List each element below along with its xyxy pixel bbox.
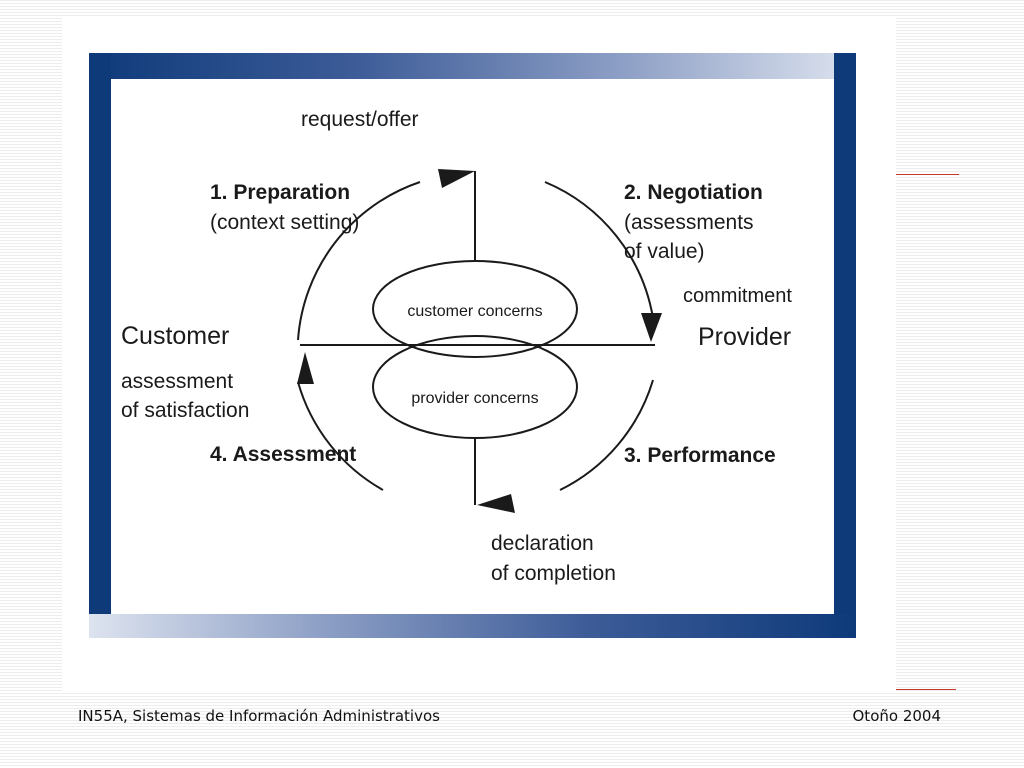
arc-preparation [297, 181, 421, 341]
arc-negotiation [544, 181, 654, 319]
arrow-satisfaction [297, 352, 314, 384]
commitment-label: commitment [683, 285, 792, 307]
frame-left-bar [89, 53, 111, 638]
provider-concerns-label: provider concerns [411, 390, 538, 407]
declaration-line2: of completion [491, 562, 616, 585]
assessment-satisfaction-line2: of satisfaction [121, 399, 249, 422]
negotiation-title: 2. Negotiation [624, 181, 763, 204]
customer-concerns-ellipse [372, 260, 578, 358]
arrow-declaration [477, 494, 515, 513]
frame-right-bar [834, 53, 856, 638]
diagram-area [111, 79, 834, 614]
arc-performance [559, 379, 654, 491]
assessment-satisfaction-line1: assessment [121, 370, 233, 393]
customer-concerns-label: customer concerns [407, 303, 542, 320]
frame-bottom-bar [89, 614, 856, 638]
frame-top-bar [89, 53, 856, 79]
declaration-line1: declaration [491, 532, 594, 555]
provider-label: Provider [698, 323, 791, 351]
customer-label: Customer [121, 322, 229, 350]
arc-assessment [297, 381, 384, 491]
negotiation-subtitle-line2: of value) [624, 240, 705, 263]
preparation-subtitle: (context setting) [210, 211, 359, 234]
performance-title: 3. Performance [624, 444, 776, 467]
assessment-title: 4. Assessment [210, 443, 356, 466]
footer-course: IN55A, Sistemas de Información Administr… [78, 707, 440, 725]
accent-line-top [896, 174, 959, 175]
provider-concerns-ellipse [372, 335, 578, 439]
footer-term: Otoño 2004 [852, 707, 942, 725]
workflow-diagram: request/offer 1. Preparation (context se… [121, 108, 792, 585]
preparation-title: 1. Preparation [210, 181, 350, 204]
accent-line-bottom [896, 689, 956, 690]
arrow-commitment [641, 313, 662, 342]
arrow-request [438, 169, 475, 188]
negotiation-subtitle-line1: (assessments [624, 211, 754, 234]
request-offer-label: request/offer [301, 108, 419, 131]
